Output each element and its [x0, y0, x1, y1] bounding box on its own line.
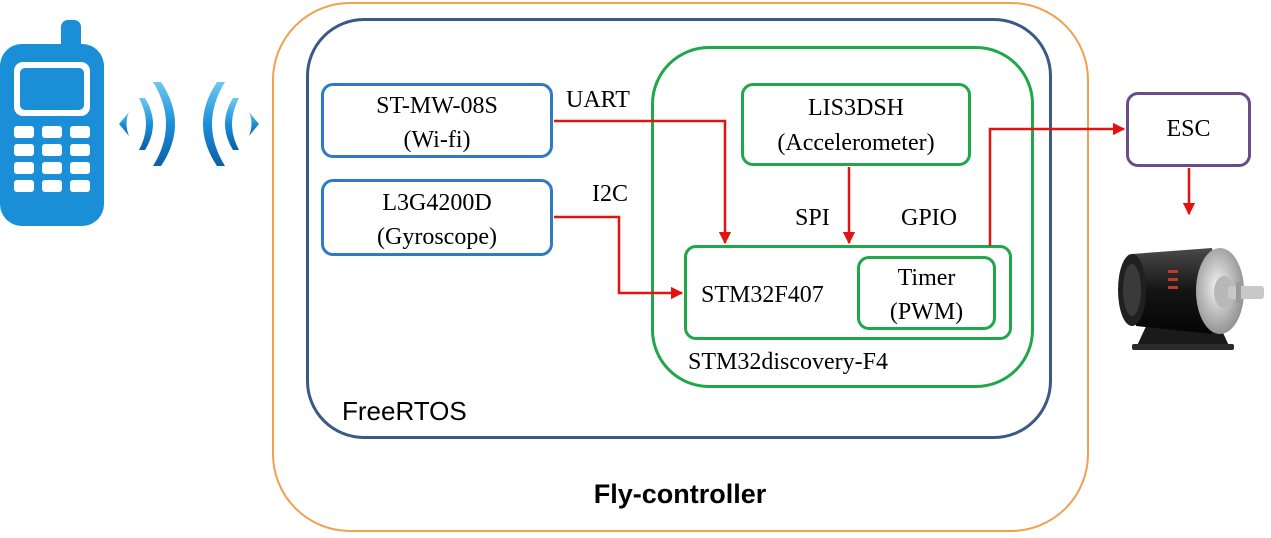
electric-motor-icon — [1118, 248, 1264, 350]
freertos-container — [306, 18, 1052, 439]
gyroscope-block — [321, 179, 553, 256]
mobile-phone-icon — [0, 20, 104, 226]
mcu-block — [684, 245, 1012, 340]
fly-controller-container — [272, 2, 1089, 532]
gyroscope-type: (Gyroscope) — [377, 224, 497, 250]
wifi-module-type: (Wi-fi) — [403, 127, 471, 153]
wireless-signal-icon — [119, 82, 259, 166]
esc-label: ESC — [1166, 116, 1211, 142]
accelerometer-block — [741, 83, 971, 166]
mcu-label: STM32F407 — [701, 282, 824, 308]
uart-label: UART — [566, 87, 630, 113]
i2c-label: I2C — [592, 181, 628, 207]
gpio-label: GPIO — [901, 205, 958, 231]
timer-label: Timer — [897, 265, 956, 291]
discovery-board-container — [651, 46, 1034, 388]
discovery-board-label: STM32discovery-F4 — [688, 349, 888, 375]
fly-controller-label: Fly-controller — [593, 479, 767, 509]
gpio-arrow — [988, 122, 1126, 246]
accelerometer-type: (Accelerometer) — [777, 130, 935, 156]
gyroscope-name: L3G4200D — [382, 190, 492, 216]
i2c-arrow — [554, 215, 684, 300]
wifi-module-block — [321, 83, 553, 158]
timer-block — [857, 256, 996, 330]
freertos-label: FreeRTOS — [342, 396, 467, 426]
uart-arrow — [554, 119, 732, 245]
wifi-module-name: ST-MW-08S — [376, 93, 498, 119]
esc-block — [1126, 92, 1251, 167]
spi-label: SPI — [795, 205, 830, 231]
accelerometer-name: LIS3DSH — [807, 95, 904, 121]
timer-mode: (PWM) — [889, 299, 964, 325]
